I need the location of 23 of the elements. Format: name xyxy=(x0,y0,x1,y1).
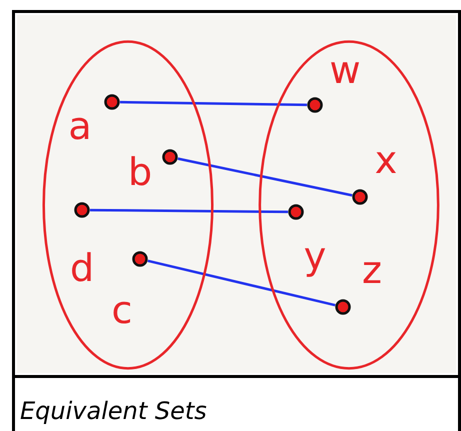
connector-line xyxy=(148,260,336,306)
element-label: w xyxy=(329,51,361,89)
connector-line xyxy=(90,208,288,214)
point-dot xyxy=(352,189,368,205)
point-dot xyxy=(335,299,351,315)
element-label: b xyxy=(128,153,152,191)
set-ellipse xyxy=(258,40,440,370)
element-label: c xyxy=(112,291,132,329)
element-label: z xyxy=(362,251,382,289)
element-label: a xyxy=(68,107,92,145)
point-dot xyxy=(288,204,304,220)
connector-line xyxy=(120,100,308,106)
set-ellipse xyxy=(42,40,214,370)
point-dot xyxy=(74,202,90,218)
caption: Equivalent Sets xyxy=(20,396,207,427)
connector-line xyxy=(178,157,352,197)
point-dot xyxy=(307,97,323,113)
element-label: x xyxy=(374,141,398,179)
point-dot xyxy=(104,94,120,110)
element-label: y xyxy=(304,237,326,275)
element-label: d xyxy=(70,249,94,287)
point-dot xyxy=(132,251,148,267)
point-dot xyxy=(162,149,178,165)
